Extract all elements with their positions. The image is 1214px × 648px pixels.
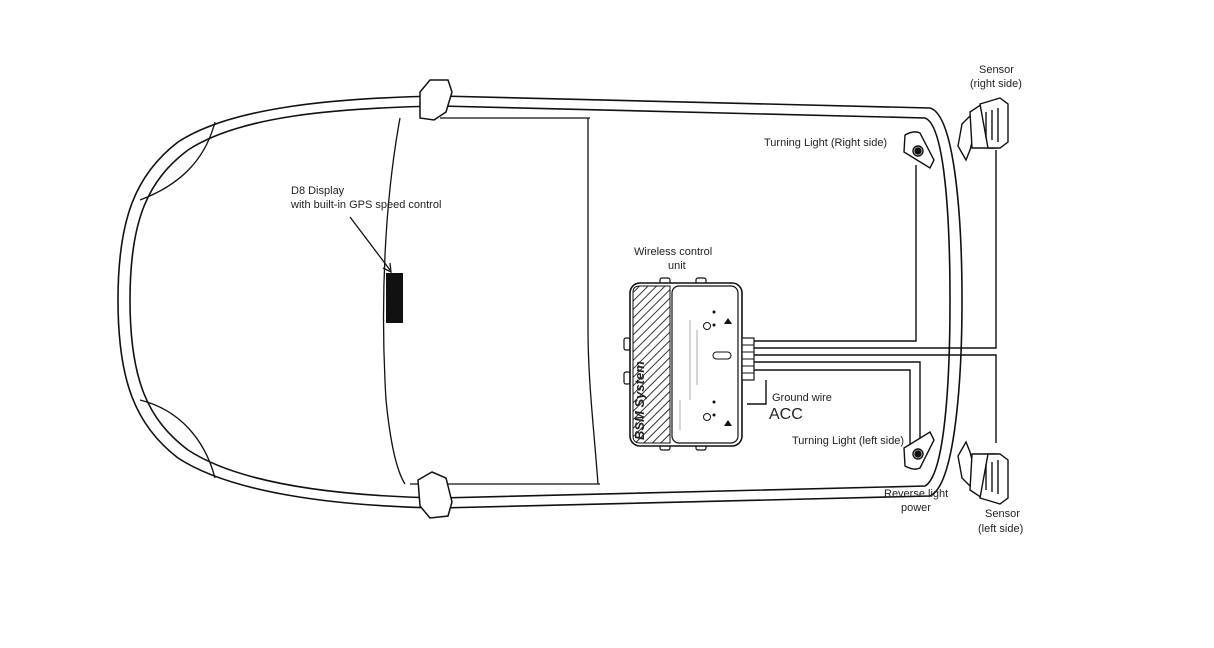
- sensor-right: [957, 97, 1009, 162]
- wcu-label-line1: Wireless control: [634, 246, 712, 258]
- car-panels: [139, 117, 600, 485]
- unit-title: BSM System: [632, 361, 647, 440]
- reverse-label-line2: power: [901, 502, 931, 514]
- sensor-right-label-line2: (right side): [970, 78, 1022, 90]
- sensor-left-label-line1: Sensor: [985, 508, 1020, 520]
- turn-left-label: Turning Light (left side): [792, 435, 904, 447]
- acc-label: ACC: [769, 406, 803, 423]
- sensor-left-label-line2: (left side): [978, 523, 1023, 535]
- wire-harness: [747, 150, 997, 455]
- mirror-bottom: [417, 471, 453, 519]
- display-arrow: [349, 216, 392, 274]
- car-body: [117, 95, 963, 509]
- turn-light-right: [903, 131, 935, 169]
- mirror-top: [419, 79, 453, 121]
- display-label-line1: D8 Display: [291, 185, 345, 197]
- turn-light-left: [903, 431, 935, 470]
- control-unit: BSM System: [623, 277, 755, 451]
- d8-display: [386, 273, 403, 323]
- ground-wire-label: Ground wire: [772, 392, 832, 404]
- turn-right-label: Turning Light (Right side): [764, 137, 887, 149]
- sensor-left: [957, 440, 1009, 505]
- sensor-right-label-line1: Sensor: [979, 64, 1014, 76]
- display-label-line2: with built-in GPS speed control: [290, 199, 441, 211]
- reverse-label-line1: Reverse light: [884, 488, 948, 500]
- wcu-label-line2: unit: [668, 260, 686, 272]
